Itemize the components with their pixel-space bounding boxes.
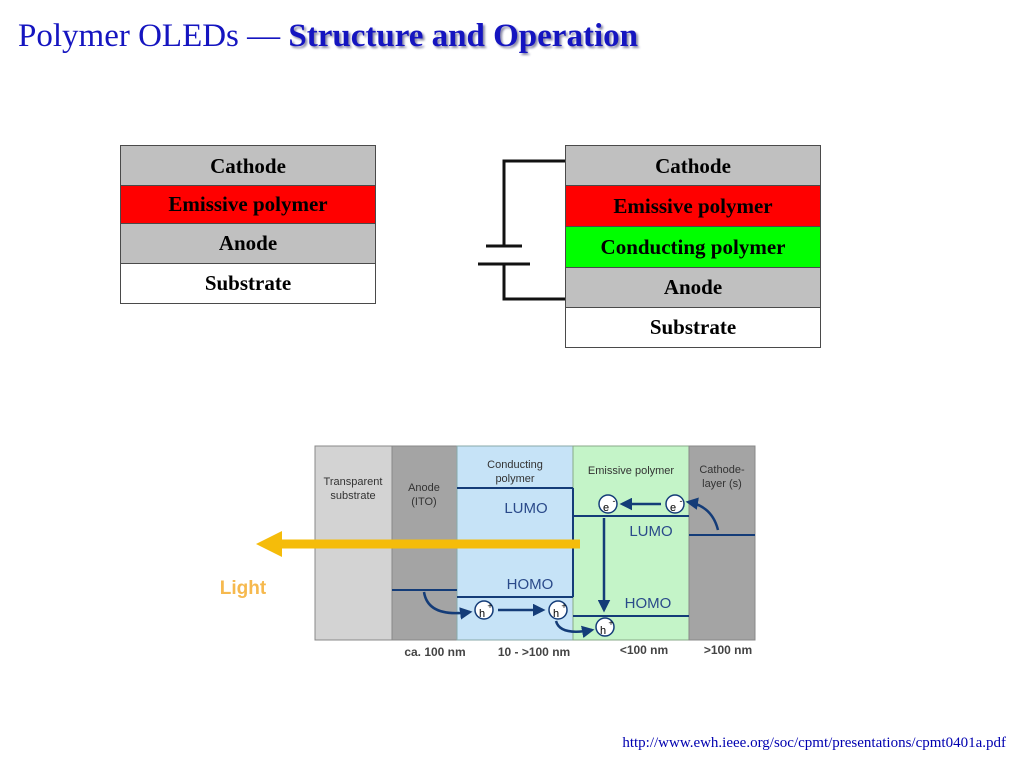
hole-conducting-right: h + [548, 600, 568, 620]
hole-transfer-arrow [554, 620, 595, 638]
electron-emissive: e - [598, 494, 618, 514]
svg-text:+: + [487, 601, 492, 611]
label-cathode-1: Cathode- [699, 464, 745, 476]
simple-oled-stack: Cathode Emissive polymer Anode Substrate [120, 145, 376, 304]
label-substrate-1: Transparent [324, 476, 383, 488]
page-title: Polymer OLEDs — Structure and Operation [18, 18, 638, 55]
svg-text:h: h [600, 625, 606, 637]
emissive-lumo-label: LUMO [629, 523, 672, 540]
thickness-cathode: >100 nm [704, 643, 752, 657]
electron-cathode: e - [665, 494, 685, 514]
thickness-conducting: 10 - >100 nm [498, 645, 570, 659]
circuit-wire-top [502, 159, 565, 246]
light-arrow-head [256, 531, 282, 557]
layer-conducting-polymer: Conducting polymer [565, 227, 821, 268]
label-conducting-1: Conducting [487, 459, 543, 471]
svg-text:+: + [608, 618, 613, 628]
svg-text:h: h [479, 608, 485, 620]
battery-circuit [478, 159, 565, 301]
conducting-lumo-label: LUMO [504, 500, 547, 517]
bilayer-oled-stack: Cathode Emissive polymer Conducting poly… [565, 145, 821, 348]
emissive-homo-label: HOMO [625, 595, 672, 612]
thickness-anode: ca. 100 nm [404, 645, 465, 659]
label-anode-2: (ITO) [411, 496, 436, 508]
svg-text:-: - [613, 496, 616, 506]
layer-emissive-polymer: Emissive polymer [120, 186, 376, 224]
svg-text:e: e [603, 502, 609, 514]
layer-cathode: Cathode [120, 145, 376, 186]
hole-emissive: h + [595, 617, 615, 637]
label-emissive: Emissive polymer [588, 465, 675, 477]
source-link[interactable]: http://www.ewh.ieee.org/soc/cpmt/present… [622, 735, 1006, 751]
hole-injection-arrow [422, 591, 473, 620]
label-anode-1: Anode [408, 482, 440, 494]
svg-text:+: + [561, 601, 566, 611]
title-emphasis: Structure and Operation [288, 18, 638, 54]
hole-conducting-left: h + [474, 600, 494, 620]
layer-substrate: Substrate [120, 264, 376, 304]
layer-emissive-polymer: Emissive polymer [565, 186, 821, 227]
layer-cathode: Cathode [565, 145, 821, 186]
label-conducting-2: polymer [495, 473, 534, 485]
svg-text:e: e [670, 502, 676, 514]
conducting-homo-label: HOMO [507, 576, 554, 593]
electron-injection-arrow [685, 497, 720, 531]
layer-anode: Anode [565, 268, 821, 308]
svg-text:-: - [680, 496, 683, 506]
label-cathode-2: layer (s) [702, 478, 742, 490]
label-substrate-2: substrate [330, 490, 375, 502]
energy-band-diagram: Transparent substrate Anode (ITO) Conduc… [220, 445, 756, 659]
cathode-column [688, 445, 756, 641]
thickness-emissive: <100 nm [620, 643, 668, 657]
title-plain: Polymer OLEDs — [18, 18, 289, 54]
layer-substrate: Substrate [565, 308, 821, 348]
circuit-wire-bottom [502, 264, 565, 301]
svg-text:h: h [553, 608, 559, 620]
emissive-polymer-column [572, 445, 690, 641]
layer-anode: Anode [120, 224, 376, 264]
light-label: Light [220, 578, 267, 599]
